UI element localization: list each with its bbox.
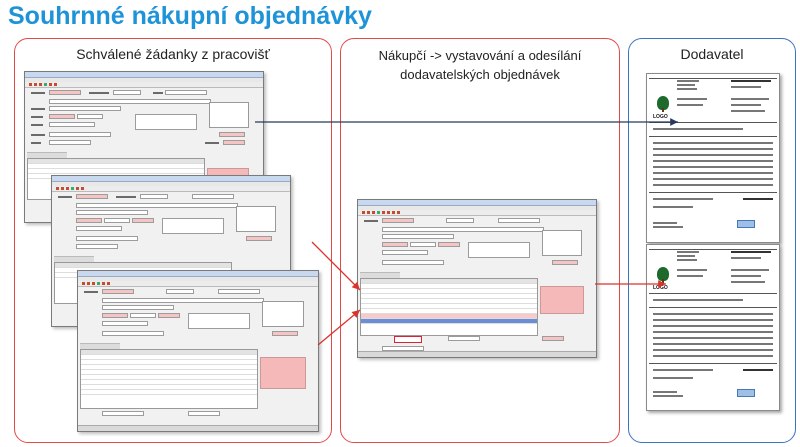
requisitions-panel-title: Schválené žádanky z pracovišť	[76, 46, 270, 62]
window-titlebar	[25, 72, 263, 78]
window-toolbar	[52, 186, 290, 192]
window-toolbar	[25, 82, 263, 88]
send-order-label[interactable]	[394, 336, 422, 343]
tree-logo-icon	[657, 267, 669, 281]
requisitions-panel: Schválené žádanky z pracovišť	[14, 38, 332, 443]
tree-logo-icon	[657, 96, 669, 110]
window-titlebar	[52, 176, 290, 182]
buyer-panel: Nákupčí -> vystavování a odesílání dodav…	[340, 38, 620, 443]
supplier-panel-title: Dodavatel	[680, 46, 744, 62]
page-title: Souhrnné nákupní objednávky	[8, 2, 372, 30]
purchase-order-document-2: LOGO	[646, 244, 780, 411]
window-statusbar	[358, 351, 596, 357]
stamp-icon	[737, 389, 755, 397]
requisition-window-3[interactable]	[77, 270, 319, 432]
logo-text: LOGO	[653, 285, 668, 291]
window-menubar	[358, 206, 596, 210]
purchase-order-window[interactable]	[357, 199, 597, 358]
window-statusbar	[78, 425, 318, 431]
window-toolbar	[78, 281, 318, 287]
purchase-order-document-1: LOGO	[646, 73, 780, 243]
buyer-panel-title: Nákupčí -> vystavování a odesílání dodav…	[378, 48, 582, 82]
logo-text: LOGO	[653, 114, 668, 120]
supplier-panel: Dodavatel LOGO LOGO	[628, 38, 796, 443]
window-titlebar	[358, 200, 596, 206]
window-toolbar	[358, 210, 596, 216]
window-menubar	[78, 277, 318, 281]
window-titlebar	[78, 271, 318, 277]
stamp-icon	[737, 220, 755, 228]
window-menubar	[25, 78, 263, 82]
window-menubar	[52, 182, 290, 186]
